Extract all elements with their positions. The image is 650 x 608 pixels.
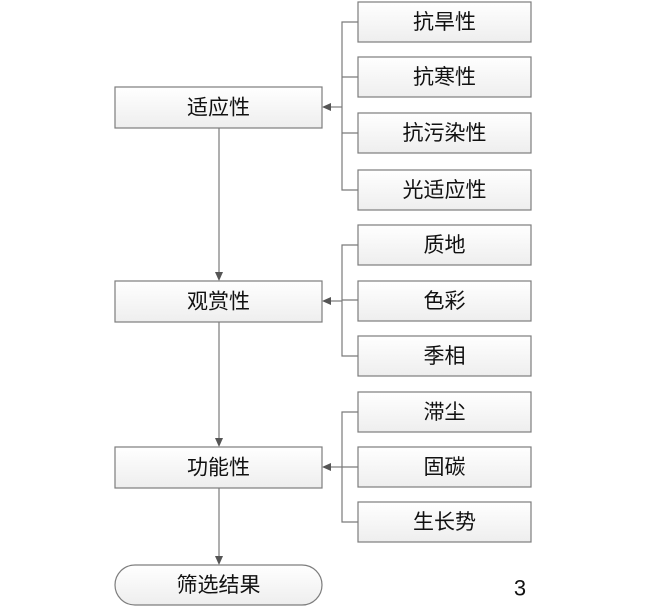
category-adaptability: 适应性 [114,86,323,129]
result-terminal: 筛选结果 [114,564,323,606]
criterion-box [357,280,532,322]
flow-arrowhead-1 [215,272,223,281]
arrowhead-functional [322,463,331,471]
criterion-box [357,224,532,266]
criterion-label: 光适应性 [403,178,487,202]
category-label: 功能性 [187,456,250,480]
criterion-box [357,112,532,154]
bracket-functional [341,411,358,523]
bracket-ornamental [341,244,358,357]
flow-arrowhead-3 [215,556,223,565]
category-box [114,86,323,129]
category-label: 观赏性 [187,290,250,314]
page-number: 3 [514,576,526,601]
criterion-label: 抗寒性 [413,65,476,89]
criterion-label: 抗污染性 [403,121,487,145]
result-box [114,564,323,606]
criterion-label: 抗旱性 [413,10,476,34]
category-ornamental: 观赏性 [114,280,323,323]
criterion-label: 色彩 [424,289,466,313]
result-label: 筛选结果 [177,573,261,597]
criteria-adaptability: 抗旱性 抗寒性 抗污染性 光适应性 [357,1,532,211]
criteria-functional: 滞尘 固碳 生长势 [357,391,532,543]
category-functional: 功能性 [114,446,323,489]
connectors [215,21,358,565]
category-label: 适应性 [187,96,250,120]
arrowhead-ornamental [322,297,331,305]
criterion-box [357,446,532,488]
criterion-label: 生长势 [413,510,476,534]
criterion-box [357,56,532,98]
criterion-label: 固碳 [424,455,466,479]
bracket-adaptability [341,21,358,191]
criterion-label: 季相 [424,344,466,368]
criterion-box [357,335,532,377]
category-box [114,280,323,323]
category-box [114,446,323,489]
criterion-label: 质地 [424,233,466,257]
flow-arrowhead-2 [215,438,223,447]
criteria-ornamental: 质地 色彩 季相 [357,224,532,377]
criterion-box [357,169,532,211]
criterion-box [357,391,532,433]
arrowhead-adaptability [322,103,331,111]
criterion-label: 滞尘 [424,400,466,424]
criterion-box [357,501,532,543]
criterion-box [357,1,532,43]
